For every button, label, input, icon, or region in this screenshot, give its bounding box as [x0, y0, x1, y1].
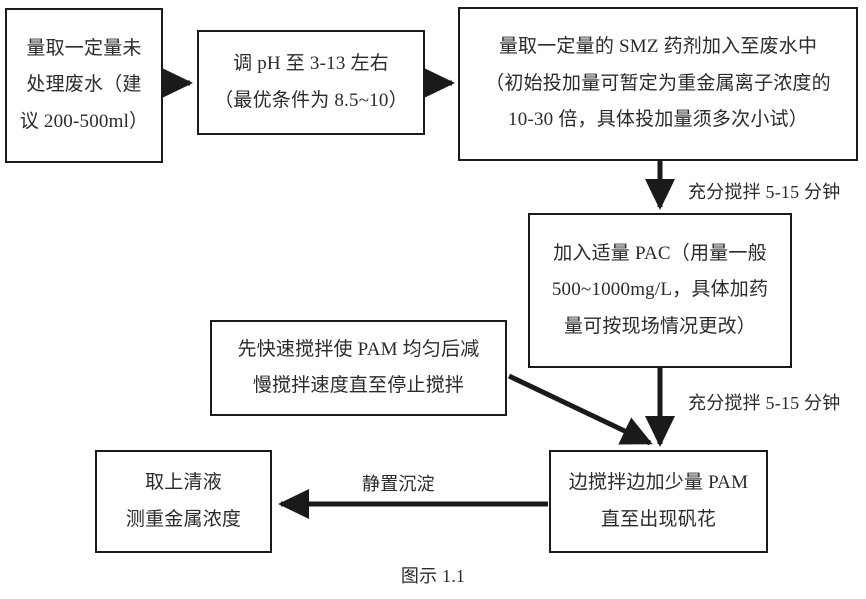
node-line: 处理废水（建 — [26, 74, 142, 96]
node-line: 量可按现场情况更改） — [563, 315, 756, 337]
node-line: 取上清液 — [145, 472, 222, 494]
node-adjust-ph[interactable]: 调 pH 至 3-13 左右 （最优条件为 8.5~10） — [197, 30, 425, 135]
figure-caption: 图示 1.1 — [400, 566, 466, 586]
edge-label-stir-1: 充分搅拌 5-15 分钟 — [688, 182, 841, 202]
node-line: 慢搅拌速度直至停止搅拌 — [252, 375, 465, 396]
connector-note-to-pam — [507, 373, 653, 446]
node-add-pam[interactable]: 边搅拌边加少量 PAM 直至出现矾花 — [549, 450, 768, 553]
node-line: 测重金属浓度 — [125, 508, 242, 530]
edge-label-stir-2: 充分搅拌 5-15 分钟 — [688, 393, 841, 413]
edge-label-settle: 静置沉淀 — [362, 474, 435, 494]
node-line: （初始投加量可暂定为重金属离子浓度的 — [485, 72, 831, 94]
node-line: 直至出现矾花 — [600, 508, 717, 530]
node-add-pac[interactable]: 加入适量 PAC（用量一般 500~1000mg/L，具体加药 量可按现场情况更… — [528, 213, 792, 368]
node-line: （最优条件为 8.5~10） — [214, 89, 408, 111]
node-line: 调 pH 至 3-13 左右 — [233, 53, 389, 75]
node-line: 加入适量 PAC（用量一般 — [553, 242, 767, 264]
node-line: 先快速搅拌使 PAM 均匀后减 — [237, 338, 480, 360]
node-add-smz[interactable]: 量取一定量的 SMZ 药剂加入至废水中 （初始投加量可暂定为重金属离子浓度的 1… — [458, 7, 858, 161]
node-pam-stir-note[interactable]: 先快速搅拌使 PAM 均匀后减 慢搅拌速度直至停止搅拌 — [210, 320, 507, 416]
node-line: 500~1000mg/L，具体加药 — [551, 279, 769, 301]
node-line: 10-30 倍，具体投加量须多次小试） — [508, 109, 808, 131]
node-line: 量取一定量未 — [26, 37, 142, 59]
node-line: 议 200-500ml） — [19, 110, 149, 132]
node-line: 量取一定量的 SMZ 药剂加入至废水中 — [498, 36, 818, 58]
node-measure-wastewater[interactable]: 量取一定量未 处理废水（建 议 200-500ml） — [5, 8, 163, 163]
node-line: 边搅拌边加少量 PAM — [568, 472, 749, 494]
node-take-supernatant[interactable]: 取上清液 测重金属浓度 — [95, 450, 272, 553]
